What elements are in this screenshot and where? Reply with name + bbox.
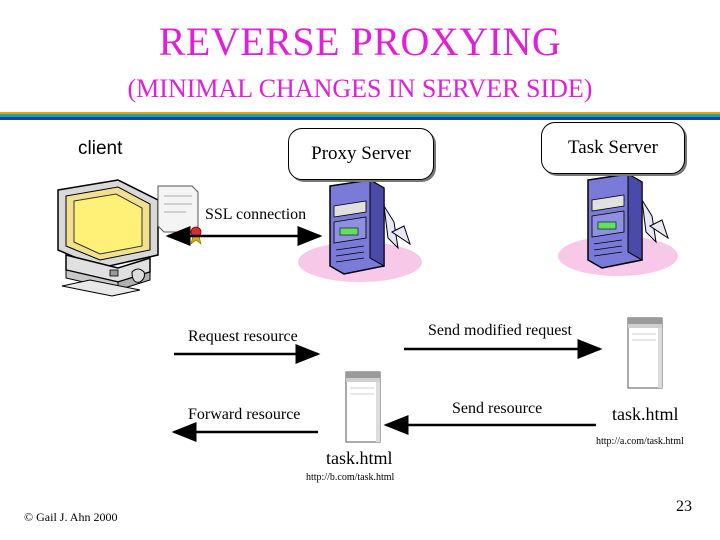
document-window-icon [345,371,381,443]
task-server-icon [558,173,678,276]
server-document-name: task.html [612,404,679,424]
client-label: client [78,138,123,159]
title-divider [0,112,720,120]
request-resource-label: Request resource [188,328,298,345]
copyright-footer: © Gail J. Ahn 2000 [24,510,118,524]
slide-title: REVERSE PROXYING [158,19,562,64]
slide-subtitle: (MINIMAL CHANGES IN SERVER SIDE) [127,74,593,103]
proxy-server-label: Proxy Server [288,128,434,180]
ssl-connection-label: SSL connection [205,206,307,224]
send-resource-label: Send resource [452,400,543,417]
proxy-server-icon [298,179,422,282]
proxy-document-name: task.html [326,448,393,468]
page-number: 23 [676,498,692,515]
server-document-url: http://a.com/task.html [596,436,684,447]
send-modified-request-label: Send modified request [428,322,572,339]
forward-resource-label: Forward resource [188,406,301,423]
task-server-label: Task Server [541,122,685,174]
client-computer-icon [57,179,159,297]
proxy-document-url: http://b.com/task.html [306,472,395,483]
document-window-icon [627,317,663,389]
